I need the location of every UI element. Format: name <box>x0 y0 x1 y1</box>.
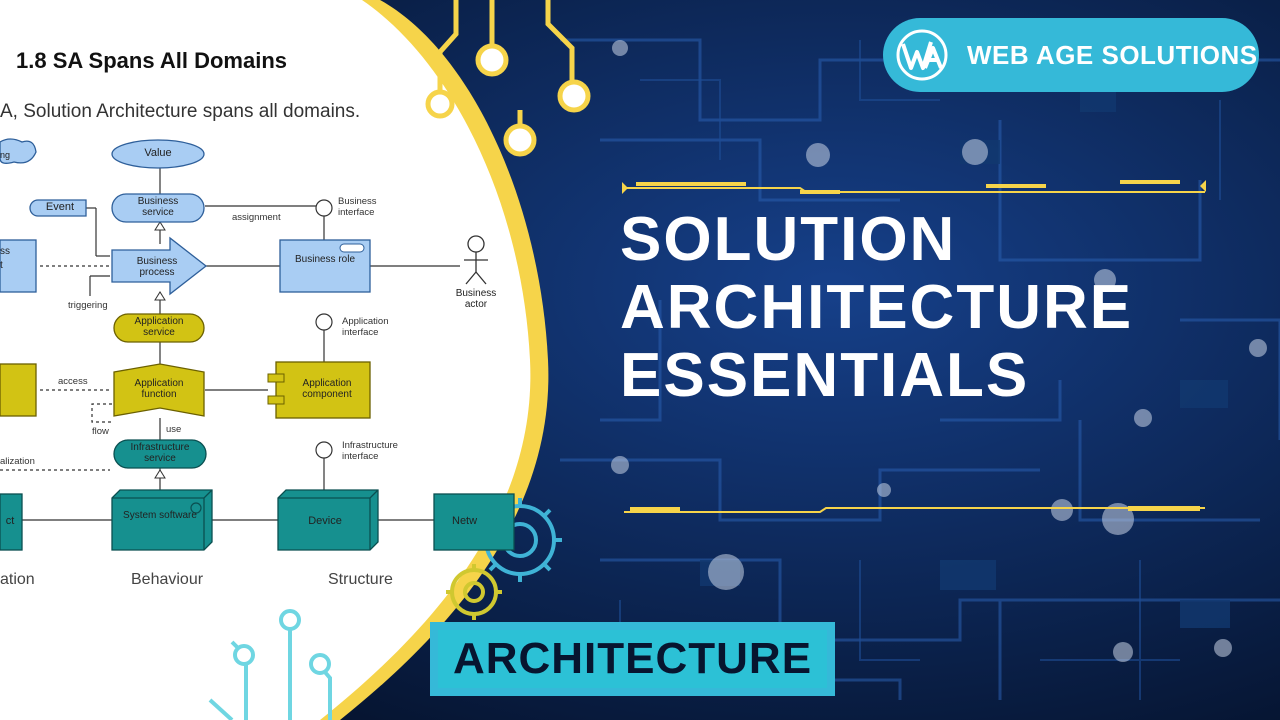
label-application-service: Application service <box>134 316 184 338</box>
company-name: WEB AGE SOLUTIONS <box>967 40 1258 70</box>
column-label-information: ation <box>0 571 35 588</box>
label-access: access <box>58 376 88 387</box>
company-logo: WEB AGE SOLUTIONS <box>883 18 1259 92</box>
label-network: Netw <box>452 515 478 527</box>
label-device: Device <box>308 515 342 527</box>
title-line-2: ARCHITECTURE <box>620 273 1134 342</box>
title-line-1: SOLUTION <box>620 205 957 274</box>
label-infrastructure-service: Infrastructure service <box>130 442 190 464</box>
label-object-fragment: ct <box>5 515 15 527</box>
label-realization: alization <box>0 456 35 467</box>
category-label: ARCHITECTURE <box>452 634 813 683</box>
title-line-3: ESSENTIALS <box>620 341 1030 410</box>
label-application-function: Application function <box>134 378 184 400</box>
column-label-behaviour: Behaviour <box>131 571 204 588</box>
slide-screenshot: 1.8 SA Spans All Domains A, Solution Arc… <box>0 0 560 720</box>
label-application-component: Application component <box>302 378 352 400</box>
column-label-structure: Structure <box>328 571 393 588</box>
slide-subtitle: A, Solution Architecture spans all domai… <box>0 101 361 122</box>
label-flow: flow <box>92 426 109 437</box>
label-business-actor: Business actor <box>455 288 497 310</box>
label-business-process: Business process <box>136 256 178 278</box>
label-system-software: System software <box>123 510 197 521</box>
label-cloud-fragment: ng <box>0 150 11 160</box>
video-title: SOLUTION ARCHITECTURE ESSENTIALS <box>620 206 1260 410</box>
slide-title: 1.8 SA Spans All Domains <box>16 48 288 73</box>
label-business-object-fragment-2: t <box>0 260 3 271</box>
label-value: Value <box>144 147 172 159</box>
label-triggering: triggering <box>68 300 108 311</box>
label-use: use <box>166 424 182 435</box>
archimate-diagram <box>0 138 515 551</box>
label-business-object-fragment: ss <box>0 246 10 257</box>
label-business-role: Business role <box>294 254 356 265</box>
label-business-interface: Business interface <box>338 196 377 218</box>
category-tag: ARCHITECTURE <box>430 622 835 696</box>
label-infrastructure-interface: Infrastructure interface <box>342 440 398 462</box>
label-application-interface: Application interface <box>342 316 389 338</box>
label-assignment: assignment <box>232 212 281 223</box>
label-event: Event <box>45 201 75 213</box>
label-business-service: Business service <box>137 196 179 218</box>
web-age-logo-icon <box>896 29 948 81</box>
